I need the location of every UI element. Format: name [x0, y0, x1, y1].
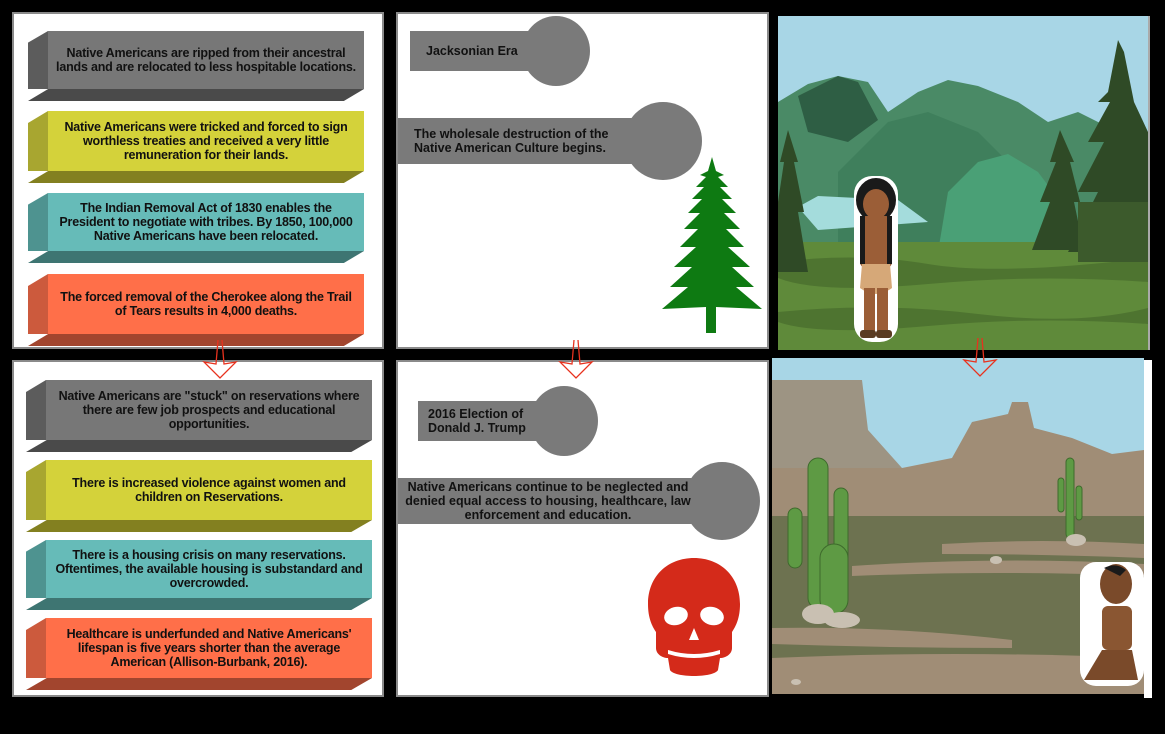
- banner-text: There is a housing crisis on many reserv…: [46, 540, 372, 598]
- panel-3: [778, 12, 1150, 350]
- down-arrow-icon: [558, 339, 594, 379]
- panel-1: Native Americans are ripped from their a…: [12, 12, 384, 349]
- banner-text: Native Americans are ripped from their a…: [48, 31, 364, 89]
- banner-5: Native Americans are "stuck" on reservat…: [26, 380, 372, 452]
- character-standing: [854, 176, 898, 342]
- forest-scene: [778, 16, 1150, 350]
- banner-1: Native Americans are ripped from their a…: [28, 31, 364, 101]
- banner-4: The forced removal of the Cherokee along…: [28, 274, 364, 346]
- character-kneeling: [1080, 562, 1144, 686]
- banner-text: The Indian Removal Act of 1830 enables t…: [48, 193, 364, 251]
- banner-3: The Indian Removal Act of 1830 enables t…: [28, 193, 364, 263]
- caption-label: The wholesale destruction of the Native …: [398, 102, 702, 182]
- banner-text: Native Americans were tricked and forced…: [48, 111, 364, 171]
- banner-8: Healthcare is underfunded and Native Ame…: [26, 618, 372, 690]
- era-title: Jacksonian Era: [410, 31, 550, 71]
- banner-text: The forced removal of the Cherokee along…: [48, 274, 364, 334]
- panel-2: Jacksonian Era The wholesale destruction…: [396, 12, 769, 349]
- down-arrow-icon: [962, 337, 998, 377]
- banner-text: Native Americans are "stuck" on reservat…: [46, 380, 372, 440]
- pine-tree-icon: [662, 157, 762, 333]
- banner-text: Healthcare is underfunded and Native Ame…: [46, 618, 372, 678]
- caption-text: Native Americans continue to be neglecte…: [398, 478, 698, 524]
- banner-7: There is a housing crisis on many reserv…: [26, 540, 372, 610]
- election-title: 2016 Election of Donald J. Trump: [418, 401, 558, 441]
- panel-5: 2016 Election of Donald J. Trump Native …: [396, 360, 769, 697]
- banner-2: Native Americans were tricked and forced…: [28, 111, 364, 183]
- banner-6: There is increased violence against wome…: [26, 460, 372, 532]
- caption-text: The wholesale destruction of the Native …: [398, 118, 648, 164]
- caption-label: Native Americans continue to be neglecte…: [398, 462, 760, 540]
- banner-text: There is increased violence against wome…: [46, 460, 372, 520]
- title-label: 2016 Election of Donald J. Trump: [418, 386, 598, 458]
- panel-6: [772, 358, 1152, 698]
- down-arrow-icon: [202, 339, 238, 379]
- panel-4: Native Americans are "stuck" on reservat…: [12, 360, 384, 697]
- title-label: Jacksonian Era: [410, 16, 590, 88]
- skull-icon: [648, 558, 740, 676]
